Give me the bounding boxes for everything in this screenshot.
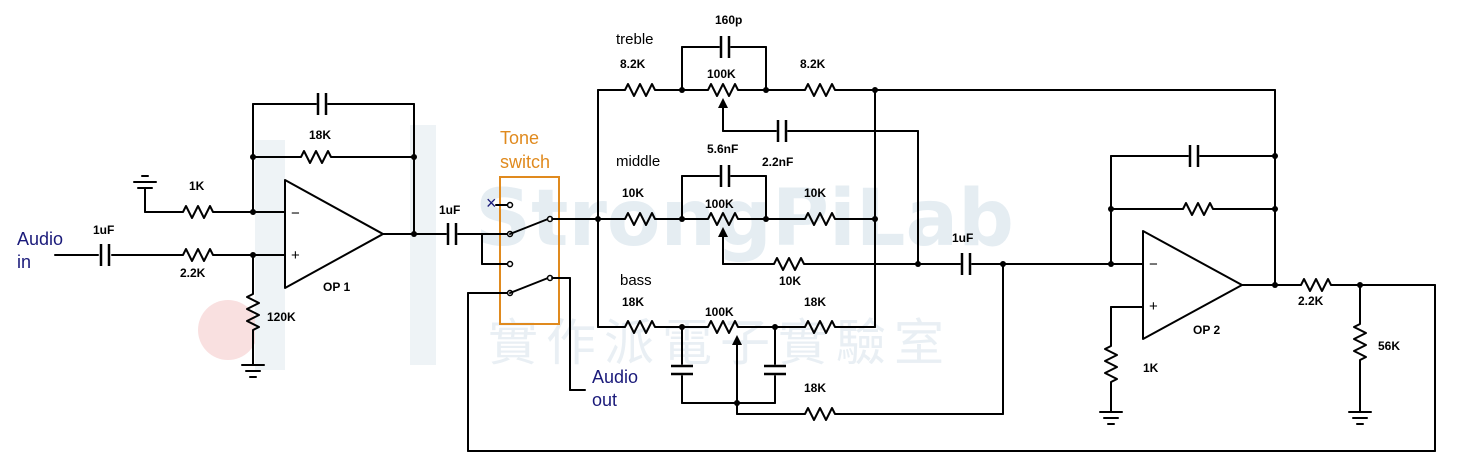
tone-switch: × Tone switch bbox=[467, 128, 599, 391]
watermark-subtext: 實作派電子實驗室 bbox=[488, 314, 952, 372]
stage-1: − + bbox=[54, 93, 483, 378]
label-r-bass-r: 18K bbox=[804, 295, 826, 309]
label-c-couple2: 1uF bbox=[952, 231, 973, 245]
ground-symbol-op2 bbox=[1099, 411, 1123, 425]
watermark: StrongPiLab 實作派電子實驗室 bbox=[198, 125, 1014, 372]
audio-out-label-1: Audio bbox=[592, 367, 638, 387]
label-r-in: 2.2K bbox=[180, 266, 206, 280]
audio-in-label-1: Audio bbox=[17, 229, 63, 249]
audio-out-label-2: out bbox=[592, 390, 617, 410]
label-pot-bass: 100K bbox=[705, 305, 734, 319]
label-r-bias: 120K bbox=[267, 310, 296, 324]
opamp-1-minus: − bbox=[291, 205, 300, 222]
ground-symbol-load bbox=[1348, 411, 1372, 425]
label-r-mid-w: 10K bbox=[779, 274, 801, 288]
label-c-mid: 5.6nF bbox=[707, 142, 738, 156]
resistor-r-bass-w bbox=[801, 407, 839, 421]
capacitor-c-in bbox=[99, 244, 111, 266]
pot-treble bbox=[704, 83, 742, 97]
tone-network bbox=[595, 36, 1276, 421]
label-r-load: 56K bbox=[1378, 339, 1400, 353]
capacitor-c-treble bbox=[719, 36, 731, 58]
tone-switch-label-2: switch bbox=[500, 152, 550, 172]
resistor-r-treble-r bbox=[801, 83, 839, 97]
label-r-treble-r: 8.2K bbox=[800, 57, 826, 71]
capacitor-bass-r bbox=[764, 364, 786, 376]
label-r-bass-w: 18K bbox=[804, 381, 826, 395]
capacitor-c-mid bbox=[719, 165, 731, 187]
label-r-treble-l: 8.2K bbox=[620, 57, 646, 71]
label-r-gnd2: 1K bbox=[1143, 361, 1159, 375]
opamp-2-minus: − bbox=[1149, 256, 1158, 273]
label-c-in: 1uF bbox=[93, 223, 114, 237]
label-pot-mid: 100K bbox=[705, 197, 734, 211]
capacitor-bass-l bbox=[671, 364, 693, 376]
capacitor-c-mid2 bbox=[776, 120, 788, 142]
opamp-2 bbox=[1142, 230, 1243, 340]
treble-label: treble bbox=[616, 31, 654, 48]
resistor-r-gnd2 bbox=[1104, 341, 1118, 387]
capacitor-c-couple1 bbox=[446, 223, 458, 245]
label-c-mid2: 2.2nF bbox=[762, 155, 793, 169]
label-c-treble: 160p bbox=[715, 13, 742, 27]
label-r-gnd1: 1K bbox=[189, 179, 205, 193]
middle-label: middle bbox=[616, 153, 660, 170]
label-r-bass-l: 18K bbox=[622, 295, 644, 309]
resistor-r-out bbox=[1297, 278, 1335, 292]
opamp-2-plus: + bbox=[1149, 298, 1158, 315]
ground-symbol-top bbox=[133, 175, 157, 189]
opamp-1 bbox=[284, 179, 384, 289]
watermark-logo-dot bbox=[198, 300, 258, 360]
label-r-mid-l: 10K bbox=[622, 186, 644, 200]
resistor-r-fb2 bbox=[1179, 202, 1217, 216]
resistor-r-fb1 bbox=[297, 150, 335, 164]
opamp-2-label: OP 2 bbox=[1193, 323, 1220, 337]
ground-symbol bbox=[241, 364, 265, 378]
capacitor-c-fb2 bbox=[1188, 145, 1200, 167]
labels: Audio in Audio out treble middle bass OP… bbox=[17, 13, 1400, 410]
audio-in-label-2: in bbox=[17, 252, 31, 272]
opamp-1-label: OP 1 bbox=[323, 280, 350, 294]
label-r-fb1: 18K bbox=[309, 128, 331, 142]
tone-switch-label-1: Tone bbox=[500, 128, 539, 148]
switch-x-mark: × bbox=[486, 193, 497, 213]
resistor-r-mid-w bbox=[770, 257, 808, 271]
resistor-r-treble-l bbox=[621, 83, 659, 97]
label-r-out: 2.2K bbox=[1298, 294, 1324, 308]
tone-switch-box bbox=[499, 176, 560, 325]
resistor-r-in bbox=[179, 248, 217, 262]
label-pot-treble: 100K bbox=[707, 67, 736, 81]
opamp-1-plus: + bbox=[291, 247, 300, 264]
bass-label: bass bbox=[620, 272, 652, 289]
capacitor-c-couple2 bbox=[960, 253, 972, 275]
label-c-couple1: 1uF bbox=[439, 203, 460, 217]
resistor-r-load bbox=[1353, 319, 1367, 365]
resistor-r-gnd1 bbox=[179, 205, 217, 219]
label-r-mid-r: 10K bbox=[804, 186, 826, 200]
stage-2: − + bbox=[467, 89, 1436, 452]
capacitor-c-fb1 bbox=[316, 93, 328, 115]
